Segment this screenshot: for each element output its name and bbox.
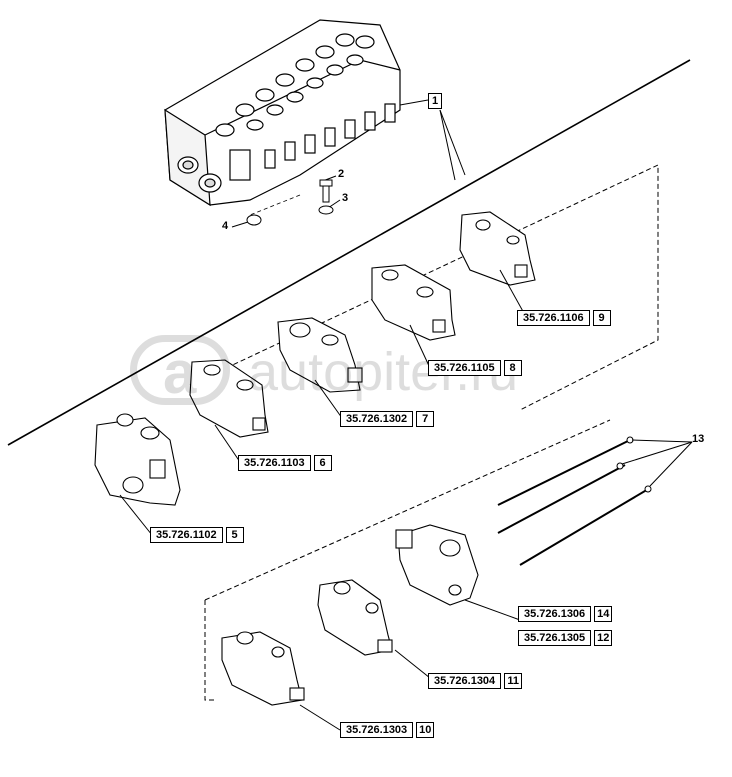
part-label-9[interactable]: 35.726.1106 9 [517, 310, 611, 326]
item-number: 14 [594, 606, 613, 622]
valve-section-9 [459, 211, 536, 286]
part-label-7[interactable]: 35.726.1302 7 [340, 411, 435, 427]
separator-line [7, 59, 691, 446]
part-label-6[interactable]: 35.726.1103 6 [238, 455, 332, 471]
part-number[interactable]: 35.726.1302 [340, 411, 414, 427]
bolt [319, 179, 333, 203]
valve-section-7 [277, 317, 363, 393]
valve-section-14-12 [395, 524, 479, 606]
part-label-14[interactable]: 35.726.1306 14 [518, 606, 613, 622]
part-number[interactable]: 35.726.1303 [340, 722, 414, 738]
part-label-5[interactable]: 35.726.1102 5 [150, 527, 244, 543]
item-number: 7 [416, 411, 435, 427]
valve-section-5 [94, 413, 181, 506]
callout-1: 1 [428, 93, 442, 109]
valve-section-11 [317, 579, 393, 656]
part-number[interactable]: 35.726.1306 [518, 606, 592, 622]
item-number: 12 [594, 630, 613, 646]
part-label-12[interactable]: 35.726.1305 12 [518, 630, 613, 646]
main-valve-assembly [164, 19, 401, 207]
part-label-10[interactable]: 35.726.1303 10 [340, 722, 435, 738]
part-label-11[interactable]: 35.726.1304 11 [428, 673, 523, 689]
item-number: 11 [504, 673, 523, 689]
dashed-bracket-lower [204, 600, 215, 701]
item-number: 5 [225, 527, 244, 543]
callout-4: 4 [222, 220, 229, 232]
item-number: 10 [416, 722, 435, 738]
part-label-8[interactable]: 35.726.1105 8 [428, 360, 522, 376]
valve-section-6 [189, 359, 269, 438]
part-number[interactable]: 35.726.1102 [150, 527, 223, 543]
part-number[interactable]: 35.726.1103 [238, 455, 311, 471]
callout-2: 2 [338, 168, 345, 180]
callout-3: 3 [342, 192, 349, 204]
valve-section-10 [221, 631, 305, 706]
valve-section-8 [371, 264, 456, 341]
rods [497, 439, 651, 566]
callout-13: 13 [692, 433, 705, 445]
item-number: 9 [592, 310, 611, 326]
part-number[interactable]: 35.726.1304 [428, 673, 502, 689]
nut [246, 214, 262, 226]
item-number: 6 [313, 455, 332, 471]
item-number: 8 [503, 360, 522, 376]
part-number[interactable]: 35.726.1106 [517, 310, 590, 326]
washer [318, 205, 334, 215]
part-number[interactable]: 35.726.1105 [428, 360, 501, 376]
part-number[interactable]: 35.726.1305 [518, 630, 592, 646]
